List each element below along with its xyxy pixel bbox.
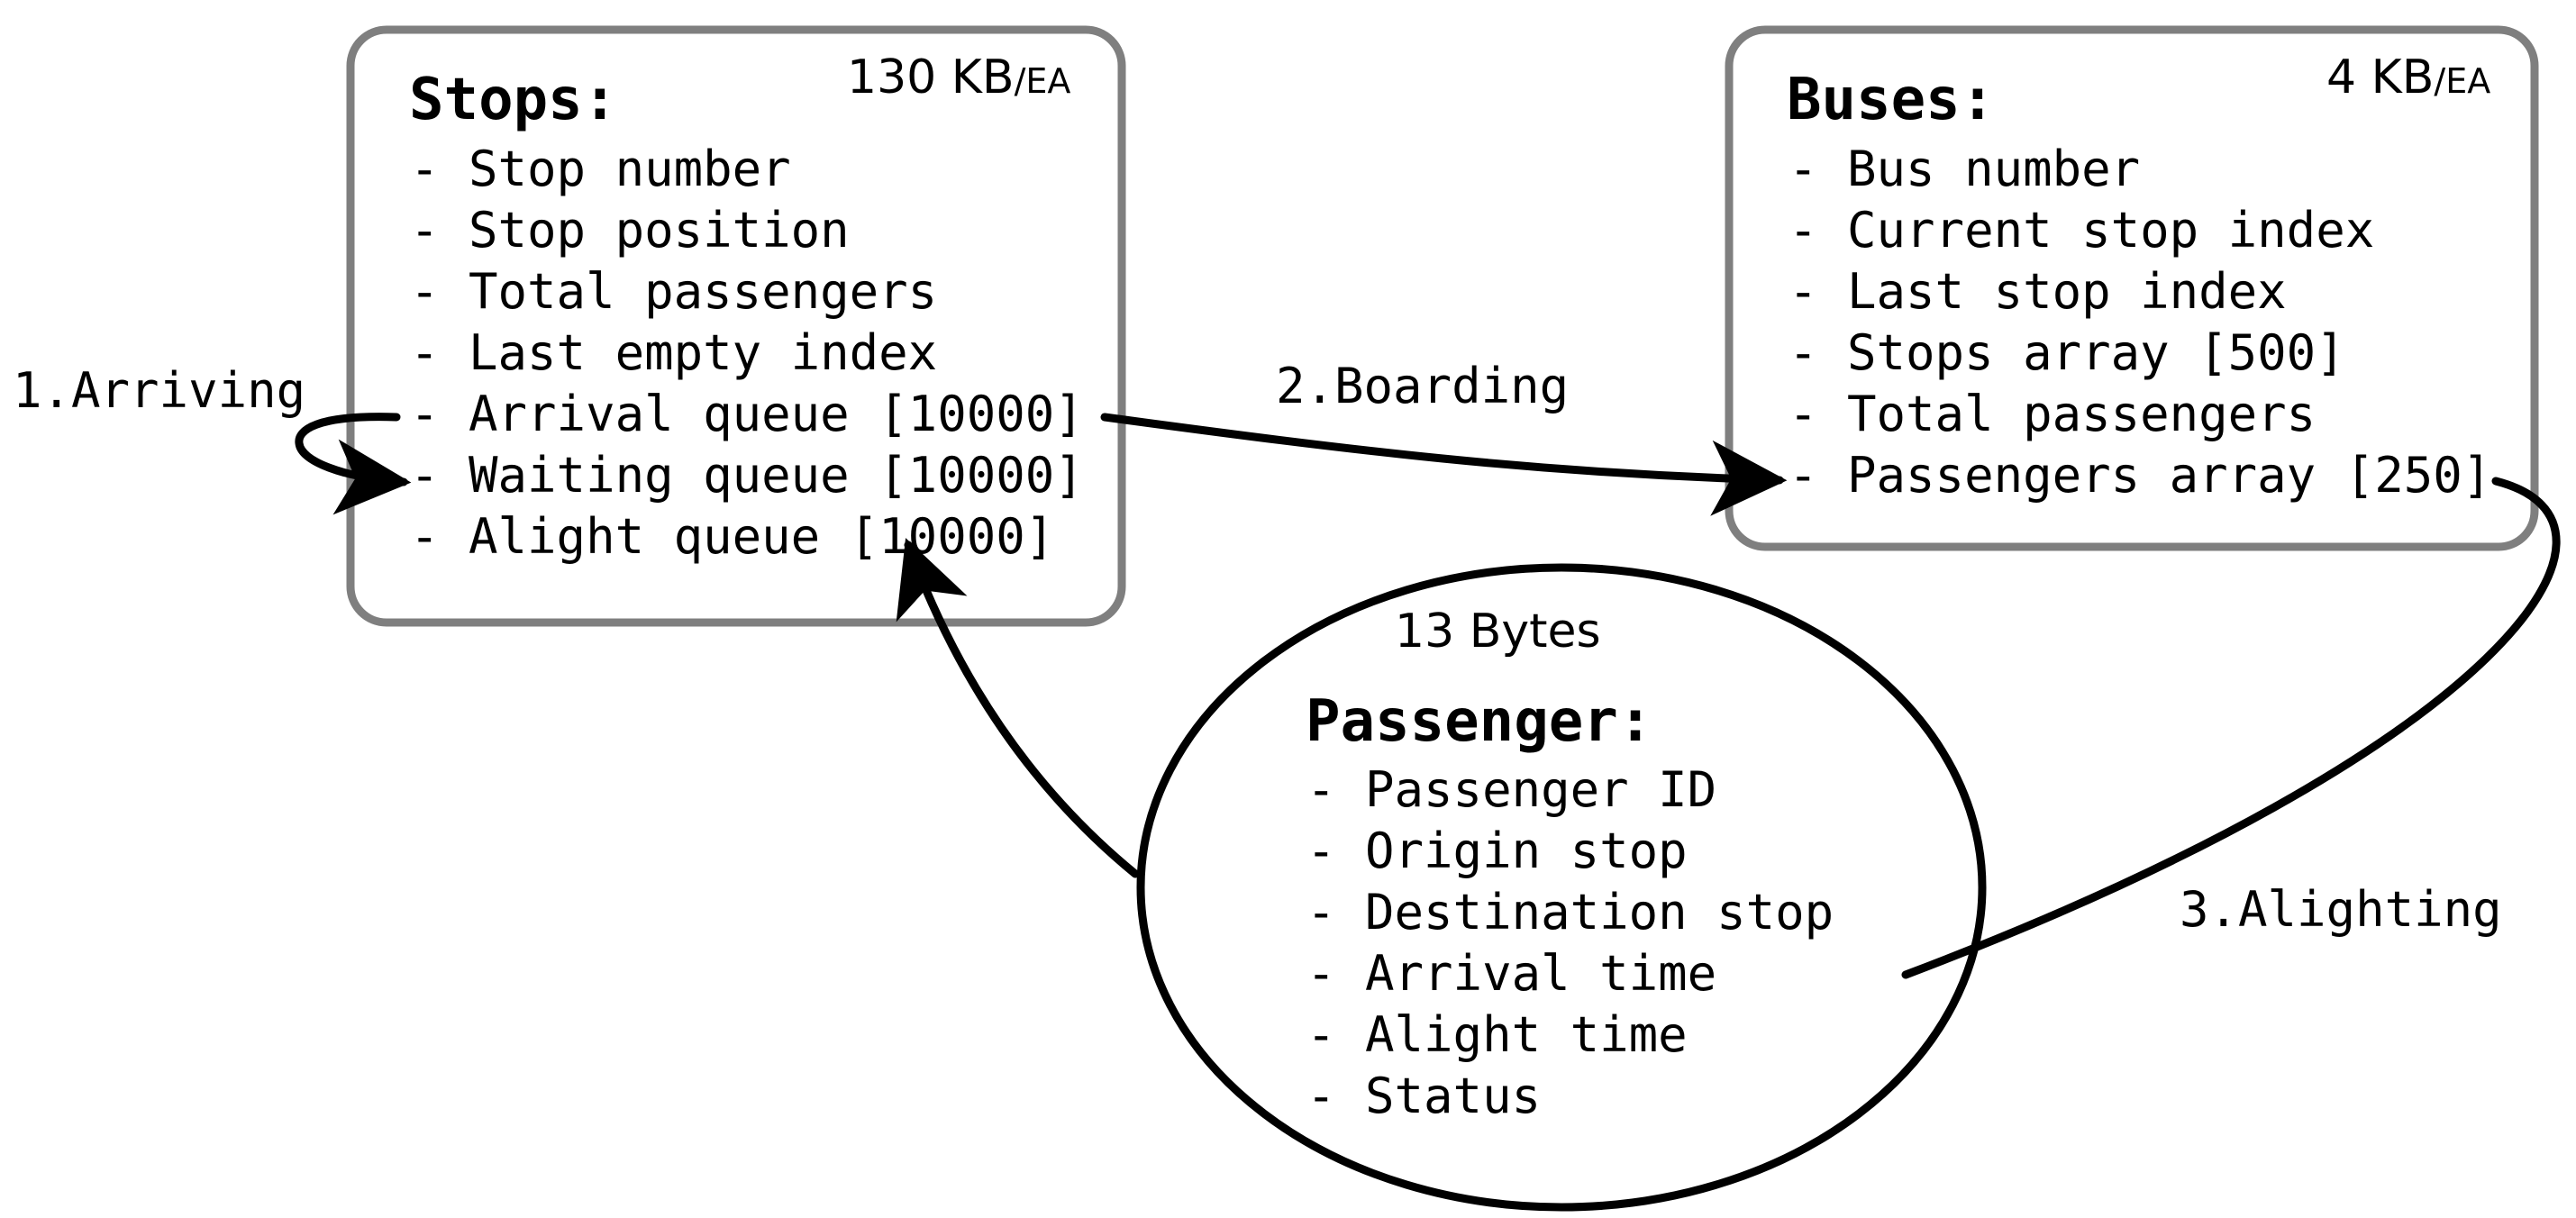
alighting-label: 3.Alighting — [2180, 881, 2502, 938]
passenger-field: - Origin stop — [1306, 823, 1688, 879]
passenger-field: - Destination stop — [1306, 884, 1834, 941]
buses-title: Buses: — [1787, 67, 1995, 133]
buses-field: - Bus number — [1789, 141, 2140, 197]
buses-field: - Last stop index — [1789, 263, 2287, 320]
buses-box-border — [1725, 25, 2539, 551]
buses-field-passengers-array: - Passengers array [250] — [1789, 447, 2491, 504]
passenger-field: - Alight time — [1306, 1006, 1688, 1063]
passenger-field: - Arrival time — [1306, 945, 1716, 1002]
return-to-stops-arrow — [896, 538, 1140, 878]
stops-field: - Last empty index — [410, 324, 937, 381]
buses-size-unit: /EA — [2434, 61, 2490, 101]
stops-field-arrival-queue: - Arrival queue [10000] — [410, 386, 1084, 442]
stops-field: - Total passengers — [410, 263, 937, 320]
passenger-field: - Status — [1306, 1068, 1541, 1124]
stops-size-unit: /EA — [1015, 61, 1071, 101]
boarding-label: 2.Boarding — [1276, 358, 1569, 414]
stops-size: 130 KB/EA — [847, 50, 1070, 105]
passenger-field: - Passenger ID — [1306, 761, 1716, 818]
buses-field: - Total passengers — [1789, 386, 2316, 442]
stops-field-alight-queue: - Alight queue [10000] — [410, 508, 1054, 565]
stops-title: Stops: — [409, 67, 617, 133]
stops-box: Stops: 130 KB/EA - Stop number - Stop po… — [346, 25, 1126, 627]
boarding-arrow — [1100, 413, 1788, 516]
stops-size-value: 130 KB — [847, 50, 1015, 105]
passenger-ellipse-border — [1136, 563, 1987, 1212]
stops-field: - Stop number — [410, 141, 791, 197]
arriving-label: 1.Arriving — [13, 362, 305, 419]
alighting-connector — [1901, 477, 2561, 979]
stops-box-border — [346, 25, 1126, 627]
passenger-size: 13 Bytes — [1395, 604, 1601, 659]
buses-size: 4 KB/EA — [2326, 50, 2490, 105]
buses-field: - Stops array [500] — [1789, 324, 2345, 381]
buses-size-value: 4 KB — [2326, 50, 2434, 105]
passenger-title: Passenger: — [1306, 688, 1652, 755]
passenger-ellipse: 13 Bytes Passenger: - Passenger ID - Ori… — [1136, 563, 1987, 1212]
stops-field: - Stop position — [410, 202, 850, 259]
arriving-arrow — [295, 413, 412, 515]
buses-field: - Current stop index — [1789, 202, 2374, 259]
stops-field-waiting-queue: - Waiting queue [10000] — [410, 447, 1084, 504]
buses-box: Buses: 4 KB/EA - Bus number - Current st… — [1725, 25, 2539, 551]
